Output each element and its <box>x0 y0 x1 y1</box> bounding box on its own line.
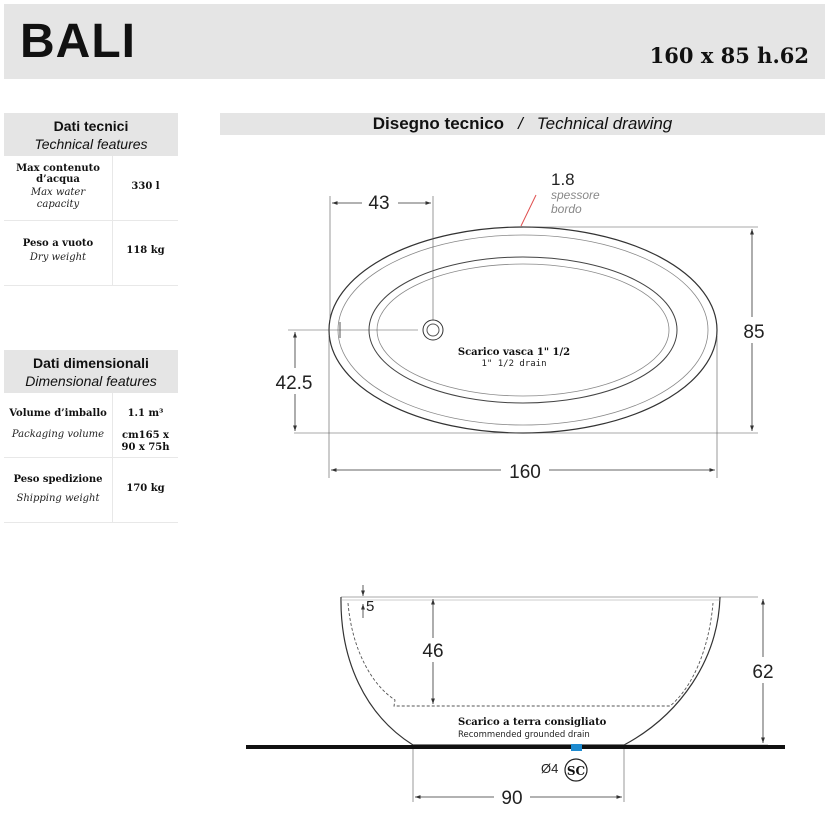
water-capacity-label-it: Max contenuto d’acqua <box>16 163 100 185</box>
technical-features-panel: Dati tecnici Technical features Max cont… <box>4 113 178 286</box>
grounded-drain-note-it: Scarico a terra consigliato <box>458 717 607 728</box>
dim-46-label: 46 <box>422 641 443 662</box>
packaging-volume-values: 1.1 m³ cm165 x 90 x 75h <box>113 393 178 457</box>
dimensional-features-header: Dati dimensionali Dimensional features <box>4 350 178 393</box>
floor-drain-marker <box>571 744 582 751</box>
water-capacity-label: Max contenuto d’acqua Max water capacity <box>4 156 113 220</box>
dim-90-label: 90 <box>501 788 522 809</box>
technical-features-title-en: Technical features <box>34 136 148 152</box>
header-bar: BALI 160 x 85 h.62 <box>4 4 825 79</box>
drain-note-en: 1" 1/2 drain <box>481 359 546 369</box>
drain-inner-circle <box>426 323 440 337</box>
dry-weight-label-it: Peso a vuoto <box>22 238 94 249</box>
sc-badge-label: SC <box>567 764 585 778</box>
side-view: 5 46 62 Scarico a terra consigliato Reco… <box>246 585 785 809</box>
drain-note-it: Scarico vasca 1" 1/2 <box>458 347 570 358</box>
water-capacity-label-en: Max water capacity <box>30 187 86 210</box>
dimensional-features-panel: Dati dimensionali Dimensional features V… <box>4 350 178 523</box>
shipping-weight-label-it: Peso spedizione <box>13 474 103 485</box>
shipping-weight-label: Peso spedizione Shipping weight <box>4 458 113 522</box>
packaging-volume-label: Volume d’imballo Packaging volume <box>4 393 113 457</box>
dim-43-label: 43 <box>368 193 389 214</box>
model-name: BALI <box>20 15 136 68</box>
dim-85-label-bg <box>738 317 770 343</box>
dim-62-label-bg <box>748 657 780 683</box>
top-view: 43 1.8 spessore bordo 85 42.5 160 Scaric… <box>272 170 770 484</box>
rim-label-line2: bordo <box>551 202 582 216</box>
dry-weight-label: Peso a vuoto Dry weight <box>4 221 113 285</box>
drawing-title-it: Disegno tecnico <box>372 114 505 133</box>
sc-badge-circle <box>564 758 588 782</box>
grounded-drain-note-en: Recommended grounded drain <box>458 730 590 740</box>
tub-inner-basin <box>347 602 714 707</box>
packaging-volume-row: Volume d’imballo Packaging volume 1.1 m³… <box>4 393 178 458</box>
dry-weight-value: 118 kg <box>126 245 165 256</box>
drain-diameter-label: Ø4 <box>541 761 558 776</box>
packaging-volume-value: 1.1 m³ <box>127 407 164 419</box>
dim-42-5-label-bg <box>272 368 318 394</box>
dim-62-label: 62 <box>752 662 773 683</box>
dimensional-features-title-it: Dati dimensionali <box>33 355 149 371</box>
technical-features-header: Dati tecnici Technical features <box>4 113 178 156</box>
rim-thickness-label: 1.8 <box>551 170 575 189</box>
floor-line <box>246 745 785 749</box>
water-capacity-value: 330 l <box>131 181 160 192</box>
dim-160-label-bg <box>501 458 549 484</box>
packaging-volume-label-en: Packaging volume <box>11 429 105 440</box>
drawing-title-bar: Disegno tecnico / Technical drawing <box>220 113 825 135</box>
drawing-title-separator: / <box>518 114 523 133</box>
shipping-weight-label-en: Shipping weight <box>16 493 100 504</box>
dim-90-label-bg <box>494 785 530 809</box>
dim-160-label: 160 <box>509 462 541 483</box>
model-size: 160 x 85 h.62 <box>649 43 809 68</box>
dim-43-label-bg <box>362 190 398 214</box>
shipping-weight-row: Peso spedizione Shipping weight 170 kg <box>4 458 178 523</box>
dim-85-label: 85 <box>743 322 764 343</box>
technical-features-title-it: Dati tecnici <box>53 118 129 134</box>
dry-weight-row: Peso a vuoto Dry weight 118 kg <box>4 221 178 286</box>
water-capacity-row: Max contenuto d’acqua Max water capacity… <box>4 156 178 221</box>
dim-46-label-bg <box>418 638 448 662</box>
dimensional-features-title-en: Dimensional features <box>25 373 157 389</box>
dim-42-5-label: 42.5 <box>276 373 313 394</box>
rim-thickness-leader <box>520 194 537 227</box>
drawing-title-en: Technical drawing <box>536 114 673 133</box>
packaging-dimensions-value: cm165 x 90 x 75h <box>121 429 170 453</box>
dry-weight-label-en: Dry weight <box>29 252 87 263</box>
rim-label-line1: spessore <box>551 188 600 202</box>
dim-5-label: 5 <box>366 598 374 615</box>
tub-basin-inner <box>376 263 670 397</box>
packaging-volume-label-it: Volume d’imballo <box>9 408 107 419</box>
shipping-weight-value: 170 kg <box>126 483 165 494</box>
